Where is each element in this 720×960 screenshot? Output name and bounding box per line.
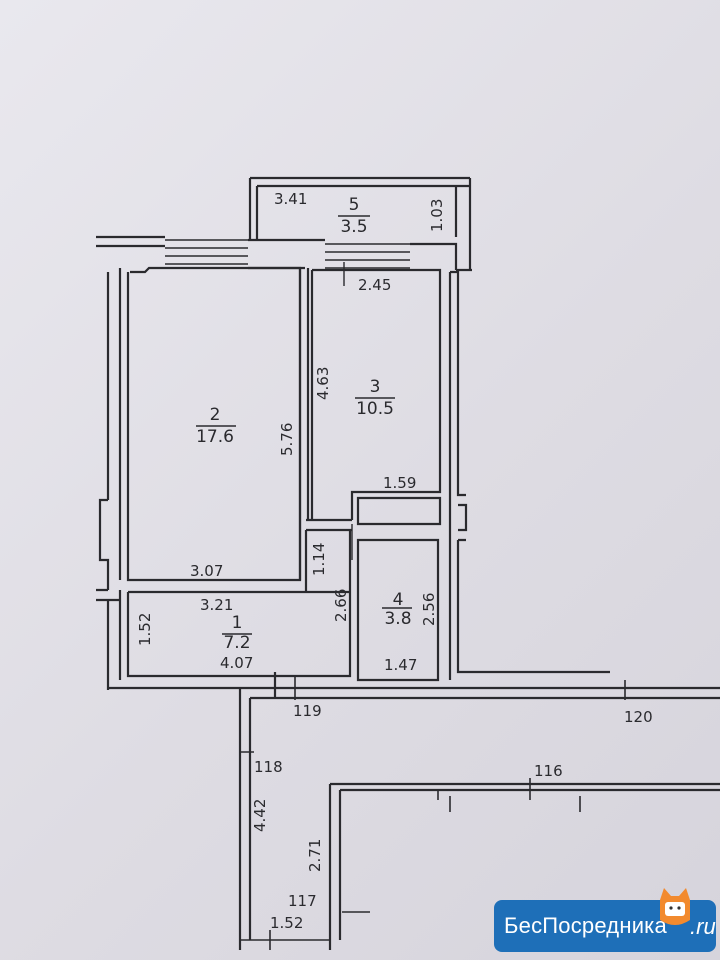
corridor-fixtures <box>342 789 590 913</box>
dim-label: 1.14 <box>310 543 328 576</box>
room-4-number: 4 <box>393 590 404 610</box>
left-wall <box>96 268 122 690</box>
top-wall <box>96 235 472 272</box>
axis-label: 117 <box>288 892 317 910</box>
closet-outline <box>356 496 442 526</box>
dim-label: 2.45 <box>358 276 391 294</box>
window-right <box>325 243 410 269</box>
dim-label: 4.63 <box>314 367 332 400</box>
room-3-area: 10.5 <box>356 399 394 419</box>
corridor-marks <box>240 676 626 950</box>
dim-label: 1.47 <box>384 656 417 674</box>
watermark-text: БесПосредника <box>504 913 667 938</box>
dim-label: 4.07 <box>220 654 253 672</box>
axis-label: 118 <box>254 758 283 776</box>
dim-label: 3.41 <box>274 190 307 208</box>
dim-ticks <box>343 262 353 560</box>
room-1-outline <box>126 530 352 678</box>
room-1-area: 7.2 <box>223 633 250 653</box>
room-3-outline <box>310 268 442 520</box>
balcony-outline <box>248 176 472 270</box>
window-left <box>165 239 248 265</box>
dim-label: 2.66 <box>332 589 350 622</box>
room-2-number: 2 <box>210 405 221 425</box>
room-1-number: 1 <box>232 613 243 633</box>
room-5-area: 3.5 <box>340 217 367 237</box>
dim-label: 1.52 <box>270 914 303 932</box>
axis-label: 120 <box>624 708 653 726</box>
room-4-area: 3.8 <box>384 609 411 629</box>
dim-label: 4.42 <box>251 799 269 832</box>
partition-2-3 <box>298 268 352 585</box>
dim-label: 2.71 <box>306 839 324 872</box>
room-2-area: 17.6 <box>196 427 234 447</box>
room-3-number: 3 <box>370 377 381 397</box>
dim-label: 1.59 <box>383 474 416 492</box>
area-underlines <box>196 215 412 635</box>
dim-label: 3.21 <box>200 596 233 614</box>
axis-label: 116 <box>534 762 563 780</box>
dim-label: 1.03 <box>428 199 446 232</box>
cat-mascot-icon <box>660 888 690 925</box>
watermark-suffix: .ru <box>690 914 716 939</box>
axis-label: 119 <box>293 702 322 720</box>
dim-label: 5.76 <box>278 423 296 456</box>
room-5-number: 5 <box>349 195 360 215</box>
watermark-badge: БесПосредника .ru <box>494 888 716 952</box>
dim-label: 2.56 <box>420 593 438 626</box>
dim-label: 3.07 <box>190 562 223 580</box>
dim-label: 1.52 <box>136 613 154 646</box>
right-wall <box>448 270 610 680</box>
room-4-outline <box>356 538 440 682</box>
